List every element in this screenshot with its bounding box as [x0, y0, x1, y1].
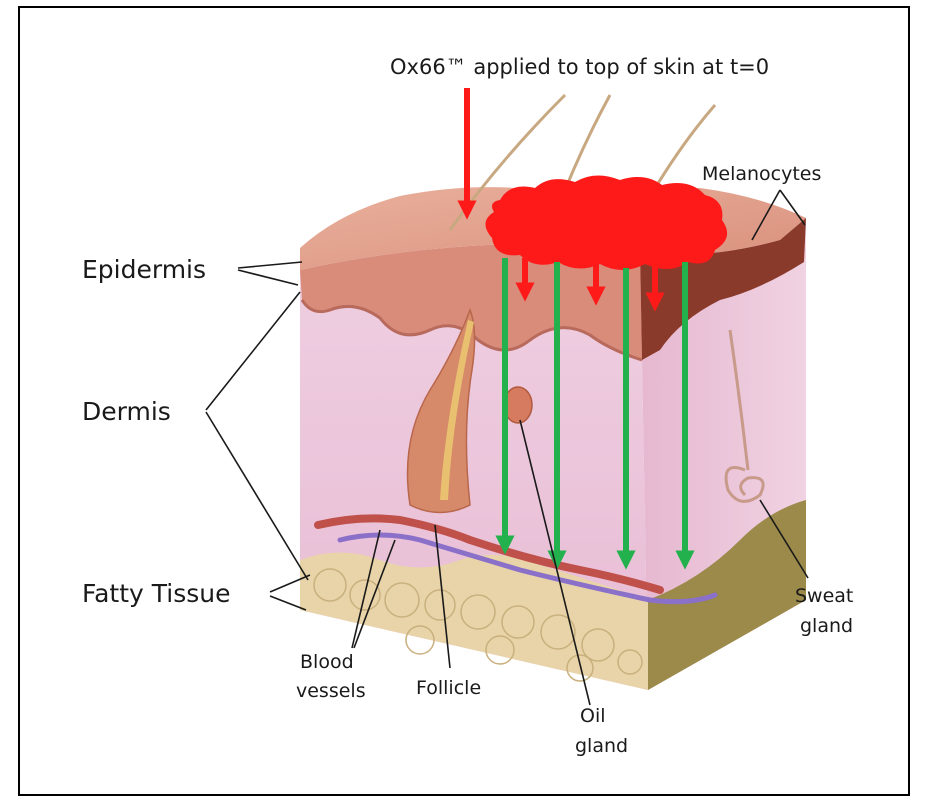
label-fatty-tissue: Fatty Tissue — [82, 579, 230, 608]
label-sweat-gland: gland — [800, 615, 853, 637]
label-follicle: Follicle — [416, 677, 481, 699]
label-epidermis: Epidermis — [82, 255, 206, 284]
annotation-text: Ox66™ applied to top of skin at t=0 — [390, 55, 769, 79]
label-dermis: Dermis — [82, 397, 171, 426]
oil-gland-shape — [504, 387, 532, 423]
ox66-blob — [485, 175, 727, 270]
label-sweat: Sweat — [795, 585, 853, 607]
label-melanocytes: Melanocytes — [702, 163, 821, 185]
label-oil: Oil — [580, 705, 606, 727]
label-vessels: vessels — [296, 680, 366, 702]
label-oil-gland: gland — [575, 735, 628, 757]
label-blood: Blood — [300, 651, 354, 673]
